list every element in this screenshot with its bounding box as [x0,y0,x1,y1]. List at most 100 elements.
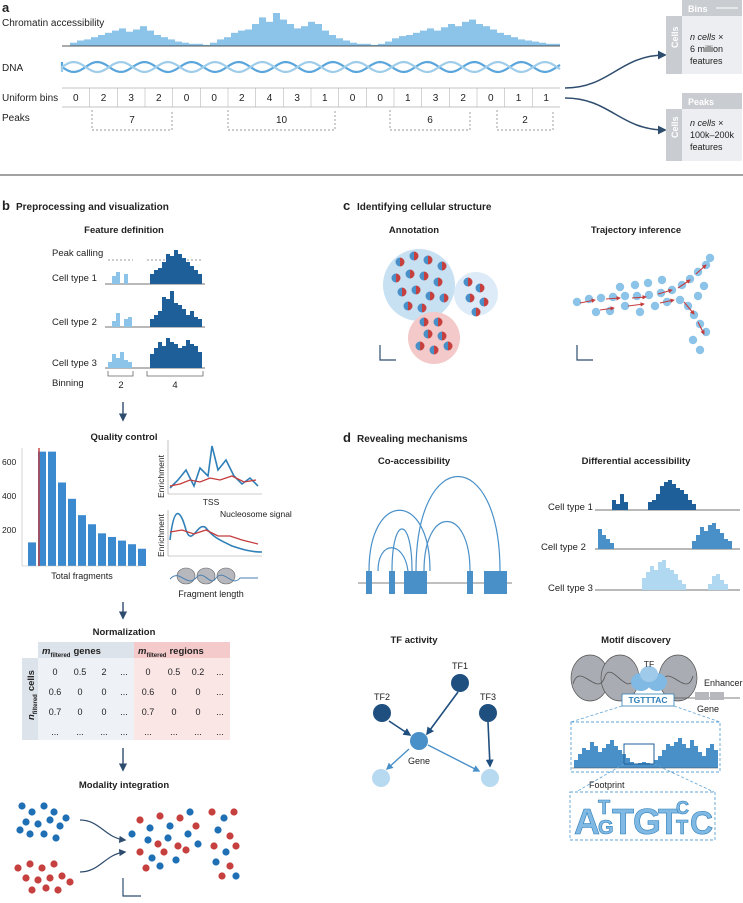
diff-bar [648,502,652,510]
cell-type-right-bar [174,344,178,368]
binning-bracket-1 [107,371,134,377]
trajectory-velocity-arrow [697,321,705,335]
cell-type-right-bar [170,291,174,327]
integration-dot-blue [214,826,222,834]
panel-d-title: Revealing mechanisms [357,434,468,445]
chromatin-bar [168,39,175,46]
chromatin-bar [77,40,84,46]
annotation-cell-red-half [434,345,439,355]
target-node-1 [372,769,390,787]
cell-type-histograms [105,250,205,369]
diff-bar [656,494,660,510]
diff-bar [712,576,716,590]
tss-enrichment-ylabel: Enrichment [156,454,166,498]
normalization-title: Normalization [93,627,156,638]
edge-gene-target2 [427,744,481,772]
cell-type-right-bar [170,256,174,284]
integration-dot-blue [186,808,194,816]
chromatin-bar [455,26,462,46]
cell-type-right-bar [186,315,190,327]
cell-type-2-label: Cell type 2 [52,317,97,328]
annotation-cell-blue-half [417,303,422,313]
peak-bracket [389,110,471,131]
cell-type-left-bar [112,276,116,284]
chromatin-bar [497,32,504,46]
chromatin-bar [294,28,301,46]
chromatin-bar [364,43,371,46]
qc-hist-bar [88,524,96,566]
diff-bar [612,500,616,510]
tf1-node [451,674,469,692]
annotation-cell-blue-half [433,277,438,287]
genes-cell-value: ... [51,727,59,737]
motif-discovery-title: Motif discovery [601,635,671,646]
qc-hist-bar [38,451,46,566]
trajectory-cell [657,275,667,285]
annotation-cell-blue-half [423,329,428,339]
diff-bar [652,500,656,510]
chromatin-bar [511,37,518,46]
annotation-cell-red-half [414,251,419,261]
footprint-bar [610,740,614,768]
bin-value: 1 [516,93,522,104]
fragment-nucleosome-glyphs [169,567,258,585]
integration-dot-red [154,840,162,848]
footprint-bar [666,744,670,768]
gene-node-label: Gene [408,756,430,766]
panel-a-letter: a [2,0,10,15]
cell-type-right-bar [182,346,186,368]
diff-bar [676,488,680,510]
regions-cell-value: ... [216,687,224,697]
nucleosome-red-line [169,529,259,545]
integration-dot-red [160,848,168,856]
integration-dot-red [226,832,234,840]
chromatin-bar [504,35,511,46]
genes-cell-value: 0 [52,667,57,677]
diff-bar [606,539,610,549]
gene-node [410,732,428,750]
arrow-to-peaks-matrix [564,97,667,135]
cell-type-right-bar [198,274,202,284]
logo-letter-G2: G [633,801,661,842]
edge-tf2-gene [388,720,412,736]
diff-bar [658,562,662,590]
trajectory-velocity-arrow [605,296,621,301]
cell-type-right-bar [158,311,162,327]
chromatin-bar [112,30,119,46]
tss-red-line [169,475,257,487]
integration-dot-blue [184,830,192,838]
cell-type-right-bar [190,311,194,327]
footprint-window [623,743,655,765]
footprint-bar [634,764,638,768]
annotation-title: Annotation [389,225,439,236]
diff-bar [662,560,666,590]
trajectory-velocity-arrow [695,264,707,275]
integration-dot-red [136,848,144,856]
peaks-matrix-line3: features [690,142,723,152]
annotation-cell-blue-half [437,261,442,271]
tf3-node [479,704,497,722]
chromatin-histogram [70,13,560,46]
integration-dot-blue [146,824,154,832]
diff-bar [704,531,708,549]
diff-bar [696,535,700,549]
chromatin-bar [287,24,294,46]
trajectory-cell [695,345,705,355]
cell-type-right-bar [162,297,166,327]
footprint-bar [702,756,706,768]
annotation-cells [391,251,489,355]
arrow-to-bins-matrix [564,50,667,89]
qc-ytick-400: 400 [2,491,16,501]
feature-definition-title: Feature definition [84,225,164,236]
footprint-bar [674,742,678,768]
footprint-bar [690,740,694,768]
integration-dot-blue [164,834,172,842]
chromatin-bar [126,31,133,46]
tss-label: TSS [203,497,220,507]
footprint-bar [594,746,598,768]
fragment-dna-strand [169,574,258,582]
integration-dot-blue [62,814,70,822]
chromatin-bar [357,43,364,46]
annotation-cell-red-half [410,269,415,279]
